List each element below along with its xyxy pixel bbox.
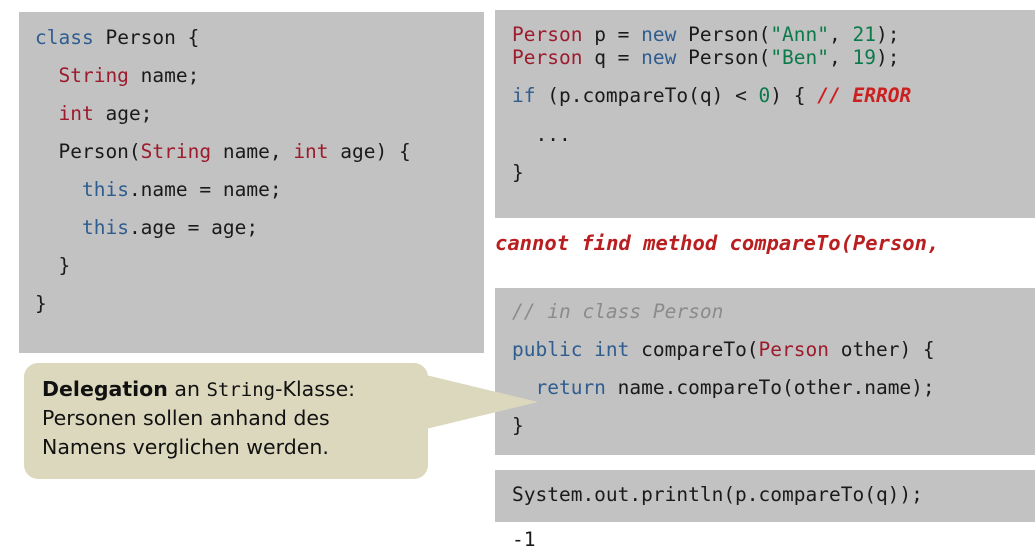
code-block-person-class: class Person { String name; int age; Per…	[19, 12, 484, 353]
code-token: Person	[512, 23, 583, 46]
code-token: Person	[758, 338, 829, 361]
callout-line-3: Namens verglichen werden.	[42, 435, 329, 460]
delegation-callout: Delegation an String-Klasse: Personen so…	[24, 363, 538, 479]
code-token: Person(	[35, 140, 141, 163]
code-line: this.age = age;	[35, 218, 484, 238]
code-token: new	[641, 23, 677, 46]
code-token: other) {	[829, 338, 935, 361]
code-token: Person	[512, 45, 583, 69]
code-token	[35, 102, 58, 125]
code-token: class	[35, 26, 106, 49]
code-token: p =	[582, 23, 642, 46]
program-output-value: -1	[512, 528, 536, 551]
callout-line-2: Personen sollen anhand des	[42, 406, 330, 431]
code-token: }	[35, 254, 71, 277]
code-line: String name;	[35, 66, 484, 86]
code-token: Person {	[105, 26, 200, 49]
code-token: age) {	[328, 140, 411, 163]
code-token: 0	[758, 84, 771, 107]
code-token: 21	[852, 23, 876, 46]
code-token: 19	[852, 45, 876, 69]
code-token: return	[535, 376, 606, 399]
code-line: }	[512, 163, 1035, 183]
code-line: this.name = name;	[35, 180, 484, 200]
code-token	[35, 178, 82, 201]
code-token: this	[81, 178, 129, 201]
code-token: q =	[582, 45, 642, 69]
callout-tail-icon	[426, 375, 538, 429]
code-token: compareTo(	[629, 338, 759, 361]
code-token: System.out.println(p.compareTo(q));	[512, 483, 923, 506]
code-token: Person(	[676, 23, 771, 46]
code-token: new	[641, 45, 677, 69]
code-line: }	[512, 416, 1035, 436]
code-token: ) {	[770, 84, 818, 107]
callout-mono-term: String	[206, 379, 276, 401]
code-token: name.compareTo(other.name);	[605, 376, 935, 399]
code-token: name,	[211, 140, 294, 163]
code-token: ...	[512, 122, 571, 146]
code-token: // in class Person	[512, 300, 724, 323]
code-line: System.out.println(p.compareTo(q));	[512, 485, 1035, 505]
code-line: ...	[512, 122, 1035, 146]
code-token: // ERROR	[817, 84, 912, 107]
code-block-compareto-method: // in class Person public int compareTo(P…	[495, 288, 1035, 455]
code-block-println: System.out.println(p.compareTo(q));	[495, 470, 1035, 522]
code-token: age;	[93, 102, 153, 125]
code-token: ,	[829, 45, 853, 69]
code-token: public int	[512, 338, 630, 361]
code-line: Person p = new Person("Ann", 21);	[512, 25, 1035, 45]
code-token: name;	[128, 64, 200, 87]
code-line: }	[35, 294, 484, 314]
code-token: );	[875, 23, 900, 46]
code-token: .age = age;	[128, 216, 259, 239]
code-line: }	[35, 256, 484, 276]
code-token: int	[58, 102, 94, 125]
code-line: Person(String name, int age) {	[35, 142, 484, 162]
code-line: class Person {	[35, 28, 484, 48]
callout-line1-end: -Klasse:	[275, 377, 356, 401]
code-token: if	[512, 84, 536, 107]
code-token	[35, 216, 82, 239]
code-line: // in class Person	[512, 302, 1035, 322]
code-line: return name.compareTo(other.name);	[512, 378, 1035, 398]
code-token: "Ben"	[770, 45, 830, 69]
callout-line-1: Delegation an String-Klasse:	[42, 375, 414, 404]
code-token: String	[58, 64, 129, 87]
callout-text: Delegation an String-Klasse: Personen so…	[24, 363, 428, 479]
code-token: (p.compareTo(q) <	[535, 84, 759, 107]
code-line: public int compareTo(Person other) {	[512, 340, 1035, 360]
code-token: ,	[829, 23, 853, 46]
code-token: String	[140, 140, 212, 163]
code-line: int age;	[35, 104, 484, 124]
code-token: );	[875, 45, 900, 69]
code-token: }	[512, 161, 524, 184]
callout-line1-mid: an	[167, 377, 207, 401]
code-block-usage: Person p = new Person("Ann", 21);Person …	[495, 10, 1035, 218]
code-token: .name = name;	[128, 178, 282, 201]
code-line: Person q = new Person("Ben", 19);	[512, 45, 1035, 69]
compiler-error-message: cannot find method compareTo(Person,	[495, 231, 940, 255]
code-token: }	[35, 292, 47, 315]
code-token: "Ann"	[770, 23, 830, 46]
code-token: Person(	[676, 45, 771, 69]
code-token: this	[81, 216, 129, 239]
callout-term: Delegation	[42, 377, 168, 401]
code-token	[35, 64, 58, 87]
code-token: }	[512, 414, 524, 437]
code-token: int	[293, 140, 329, 163]
code-line: if (p.compareTo(q) < 0) { // ERROR	[512, 86, 1035, 106]
